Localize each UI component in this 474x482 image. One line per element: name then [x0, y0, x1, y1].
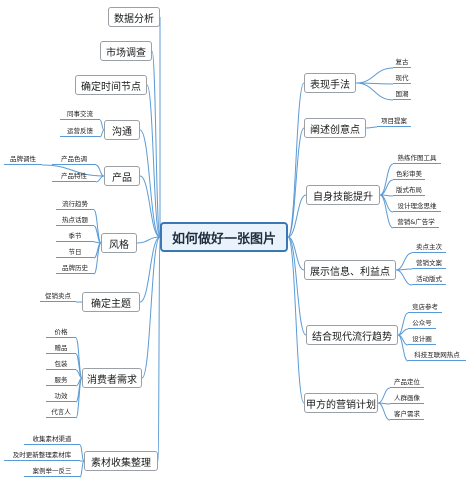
leaf-brand-tone: 品牌调性: [4, 152, 42, 165]
connector-center-right-2: [287, 194, 307, 238]
branch-style: 风格: [101, 233, 137, 253]
leaf-design-thinking: 设计理念思维: [393, 199, 441, 212]
connector-center-left-7: [141, 236, 161, 379]
leaf-product-features: 产品特性: [52, 169, 96, 182]
connector-right-3-leaf-2: [395, 269, 413, 286]
leaf-product-positioning: 产品定位: [390, 375, 424, 388]
leaf-product-color: 产品色调: [52, 152, 96, 165]
leaf-audience-profile: 人群画像: [390, 391, 424, 404]
branch-skill-improvement: 自身技能提升: [306, 185, 380, 205]
leaf-festival: 节日: [56, 245, 94, 258]
leaf-material-channels: 收集素材渠道: [24, 432, 80, 445]
branch-display-info: 展示信息、利益点: [304, 260, 396, 280]
connector-center-left-5: [136, 236, 161, 244]
leaf-design-circle: 设计圈: [408, 332, 436, 345]
connector-right-2-leaf-4: [379, 194, 394, 229]
leaf-brand-history: 品牌历史: [56, 261, 94, 274]
connector-left-5-leaf-4: [93, 242, 102, 275]
connector-center-right-1: [287, 127, 305, 238]
leaf-efficacy: 功效: [46, 389, 76, 402]
leaf-colleague-communication: 同事交流: [60, 107, 100, 120]
branch-material-collection: 素材收集整理: [84, 451, 158, 471]
leaf-hot-topics: 热点话题: [56, 213, 94, 226]
central-topic: 如何做好一张图片: [160, 222, 288, 252]
connector-right-2-leaf-1: [379, 179, 394, 196]
branch-modern-trends: 结合现代流行趋势: [306, 325, 398, 345]
leaf-project-proposal: 项目提案: [377, 114, 411, 127]
branch-theme: 确定主题: [82, 292, 140, 312]
connector-center-left-3: [139, 129, 161, 238]
connector-center-left-1: [151, 50, 161, 238]
branch-communication: 沟通: [104, 120, 140, 140]
branch-product: 产品: [104, 166, 140, 186]
branch-client-marketing-plan: 甲方的营销计划: [304, 393, 378, 413]
leaf-update-material-library: 及时更新整理素材库: [4, 448, 80, 461]
leaf-spokesperson: 代言人: [46, 405, 76, 418]
leaf-marketing-copy: 营销文案: [412, 256, 446, 269]
connector-right-5-leaf-0: [377, 387, 391, 404]
connector-left-4-leaf-2: [95, 175, 105, 183]
leaf-color-aesthetics: 色彩审美: [393, 167, 425, 180]
leaf-guochao: 国潮: [393, 87, 411, 100]
connector-center-right-5: [287, 236, 305, 404]
connector-right-4-leaf-3: [397, 334, 409, 362]
leaf-season: 季节: [56, 229, 94, 242]
leaf-price: 价格: [46, 325, 76, 338]
branch-market-research: 市场调查: [100, 41, 152, 61]
connector-left-4-leaf-1: [95, 164, 105, 177]
leaf-gift: 赠品: [46, 341, 76, 354]
connector-right-2-leaf-0: [379, 163, 394, 196]
leaf-customer-needs: 客户需求: [390, 407, 424, 420]
branch-data-analysis: 数据分析: [108, 7, 160, 27]
leaf-packaging: 包装: [46, 357, 76, 370]
connector-center-left-4: [139, 175, 161, 238]
leaf-trend: 流行趋势: [56, 197, 94, 210]
leaf-retro: 复古: [393, 55, 411, 68]
connector-right-1-leaf-0: [365, 126, 378, 129]
connector-right-0-leaf-2: [355, 82, 394, 101]
leaf-official-account: 公众号: [408, 316, 436, 329]
leaf-promo-selling-point: 促销卖点: [40, 289, 76, 302]
connector-left-3-leaf-1: [99, 129, 105, 138]
connector-center-right-0: [287, 82, 305, 238]
leaf-layout: 版式布局: [393, 183, 425, 196]
leaf-operations-feedback: 运营反馈: [60, 124, 100, 137]
connector-right-3-leaf-0: [395, 252, 413, 271]
connector-right-0-leaf-0: [355, 67, 394, 84]
connector-center-left-6: [139, 236, 161, 303]
connector-center-left-2: [146, 84, 161, 238]
connector-left-4-leaf-0: [41, 164, 105, 177]
leaf-event-layout: 活动版式: [412, 272, 446, 285]
branch-timeline: 确定时间节点: [75, 75, 147, 95]
leaf-tools-proficiency: 熟练作图工具: [393, 151, 441, 164]
leaf-competitor-reference: 竞店参考: [408, 300, 442, 313]
leaf-selling-point-priority: 卖点主次: [412, 240, 446, 253]
leaf-case-inference: 案例举一反三: [24, 464, 80, 477]
leaf-marketing-advertising: 营销&广告学: [393, 215, 439, 228]
connector-right-5-leaf-2: [377, 402, 391, 421]
connector-center-left-8: [157, 236, 161, 462]
leaf-tech-internet-hotspots: 科技互联网热点: [408, 348, 466, 361]
connector-left-8-leaf-2: [79, 460, 85, 478]
connector-left-7-leaf-5: [75, 377, 83, 419]
leaf-service: 服务: [46, 373, 76, 386]
branch-consumer-needs: 消费者需求: [82, 368, 142, 388]
leaf-modern: 现代: [393, 71, 411, 84]
branch-creative-points: 阐述创意点: [304, 118, 366, 138]
connector-center-right-4: [287, 236, 307, 336]
branch-expression: 表现手法: [304, 73, 356, 93]
